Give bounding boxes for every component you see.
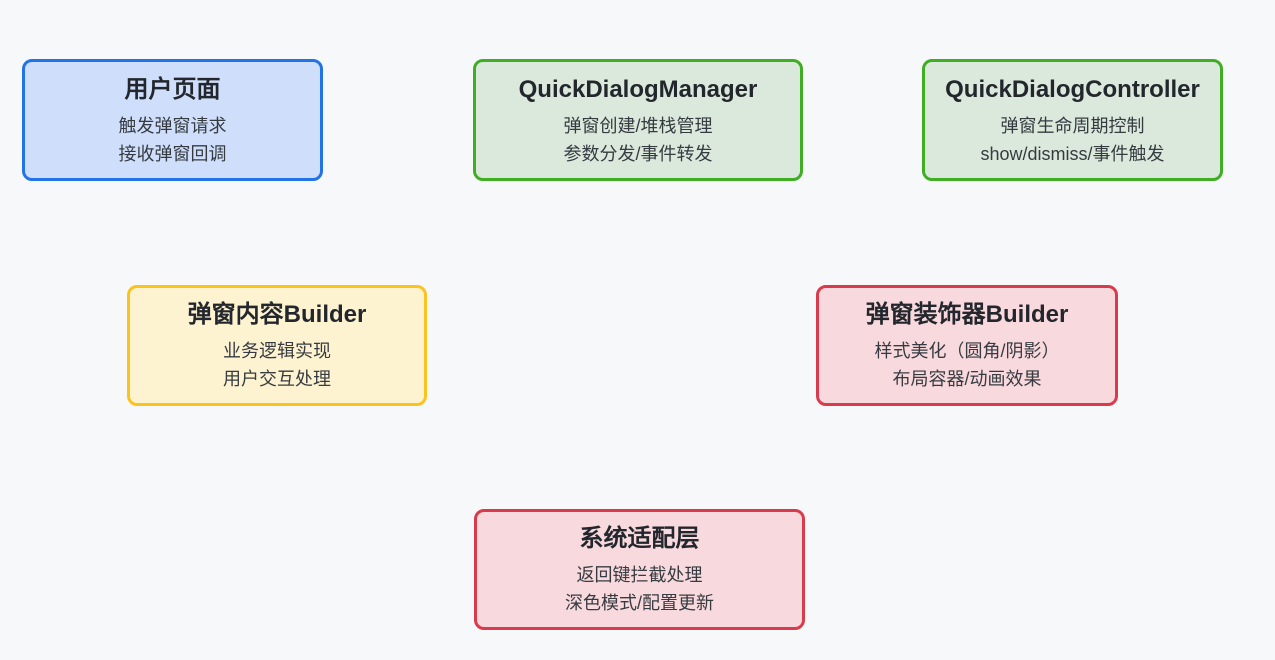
node-title: 系统适配层 bbox=[579, 525, 700, 552]
node-title: 弹窗内容Builder bbox=[187, 301, 367, 328]
node-description-line: 样式美化（圆角/阴影） bbox=[874, 341, 1060, 361]
node-system-adapter: 系统适配层 返回键拦截处理 深色模式/配置更新 bbox=[474, 509, 805, 630]
node-content-builder: 弹窗内容Builder 业务逻辑实现 用户交互处理 bbox=[127, 285, 427, 406]
node-user-page: 用户页面 触发弹窗请求 接收弹窗回调 bbox=[22, 59, 323, 181]
node-title: 用户页面 bbox=[124, 75, 221, 103]
node-description-line: 业务逻辑实现 bbox=[223, 341, 331, 361]
node-description-line: 弹窗生命周期控制 bbox=[1000, 115, 1145, 136]
node-description-line: 弹窗创建/堆栈管理 bbox=[563, 115, 713, 136]
node-quickdialog-controller: QuickDialogController 弹窗生命周期控制 show/dism… bbox=[922, 59, 1223, 181]
node-description-line: 返回键拦截处理 bbox=[576, 565, 703, 585]
node-description-line: 参数分发/事件转发 bbox=[563, 143, 713, 164]
node-decorator-builder: 弹窗装饰器Builder 样式美化（圆角/阴影） 布局容器/动画效果 bbox=[816, 285, 1118, 406]
node-description-line: 布局容器/动画效果 bbox=[892, 369, 1042, 389]
node-title: 弹窗装饰器Builder bbox=[865, 301, 1069, 328]
node-description-line: 用户交互处理 bbox=[223, 369, 331, 389]
node-description-line: 深色模式/配置更新 bbox=[564, 593, 714, 613]
node-quickdialog-manager: QuickDialogManager 弹窗创建/堆栈管理 参数分发/事件转发 bbox=[473, 59, 803, 181]
node-description-line: 接收弹窗回调 bbox=[118, 143, 227, 164]
node-description-line: show/dismiss/事件触发 bbox=[980, 143, 1165, 164]
node-title: QuickDialogController bbox=[945, 75, 1200, 103]
node-description-line: 触发弹窗请求 bbox=[118, 115, 227, 136]
node-title: QuickDialogManager bbox=[518, 75, 758, 103]
